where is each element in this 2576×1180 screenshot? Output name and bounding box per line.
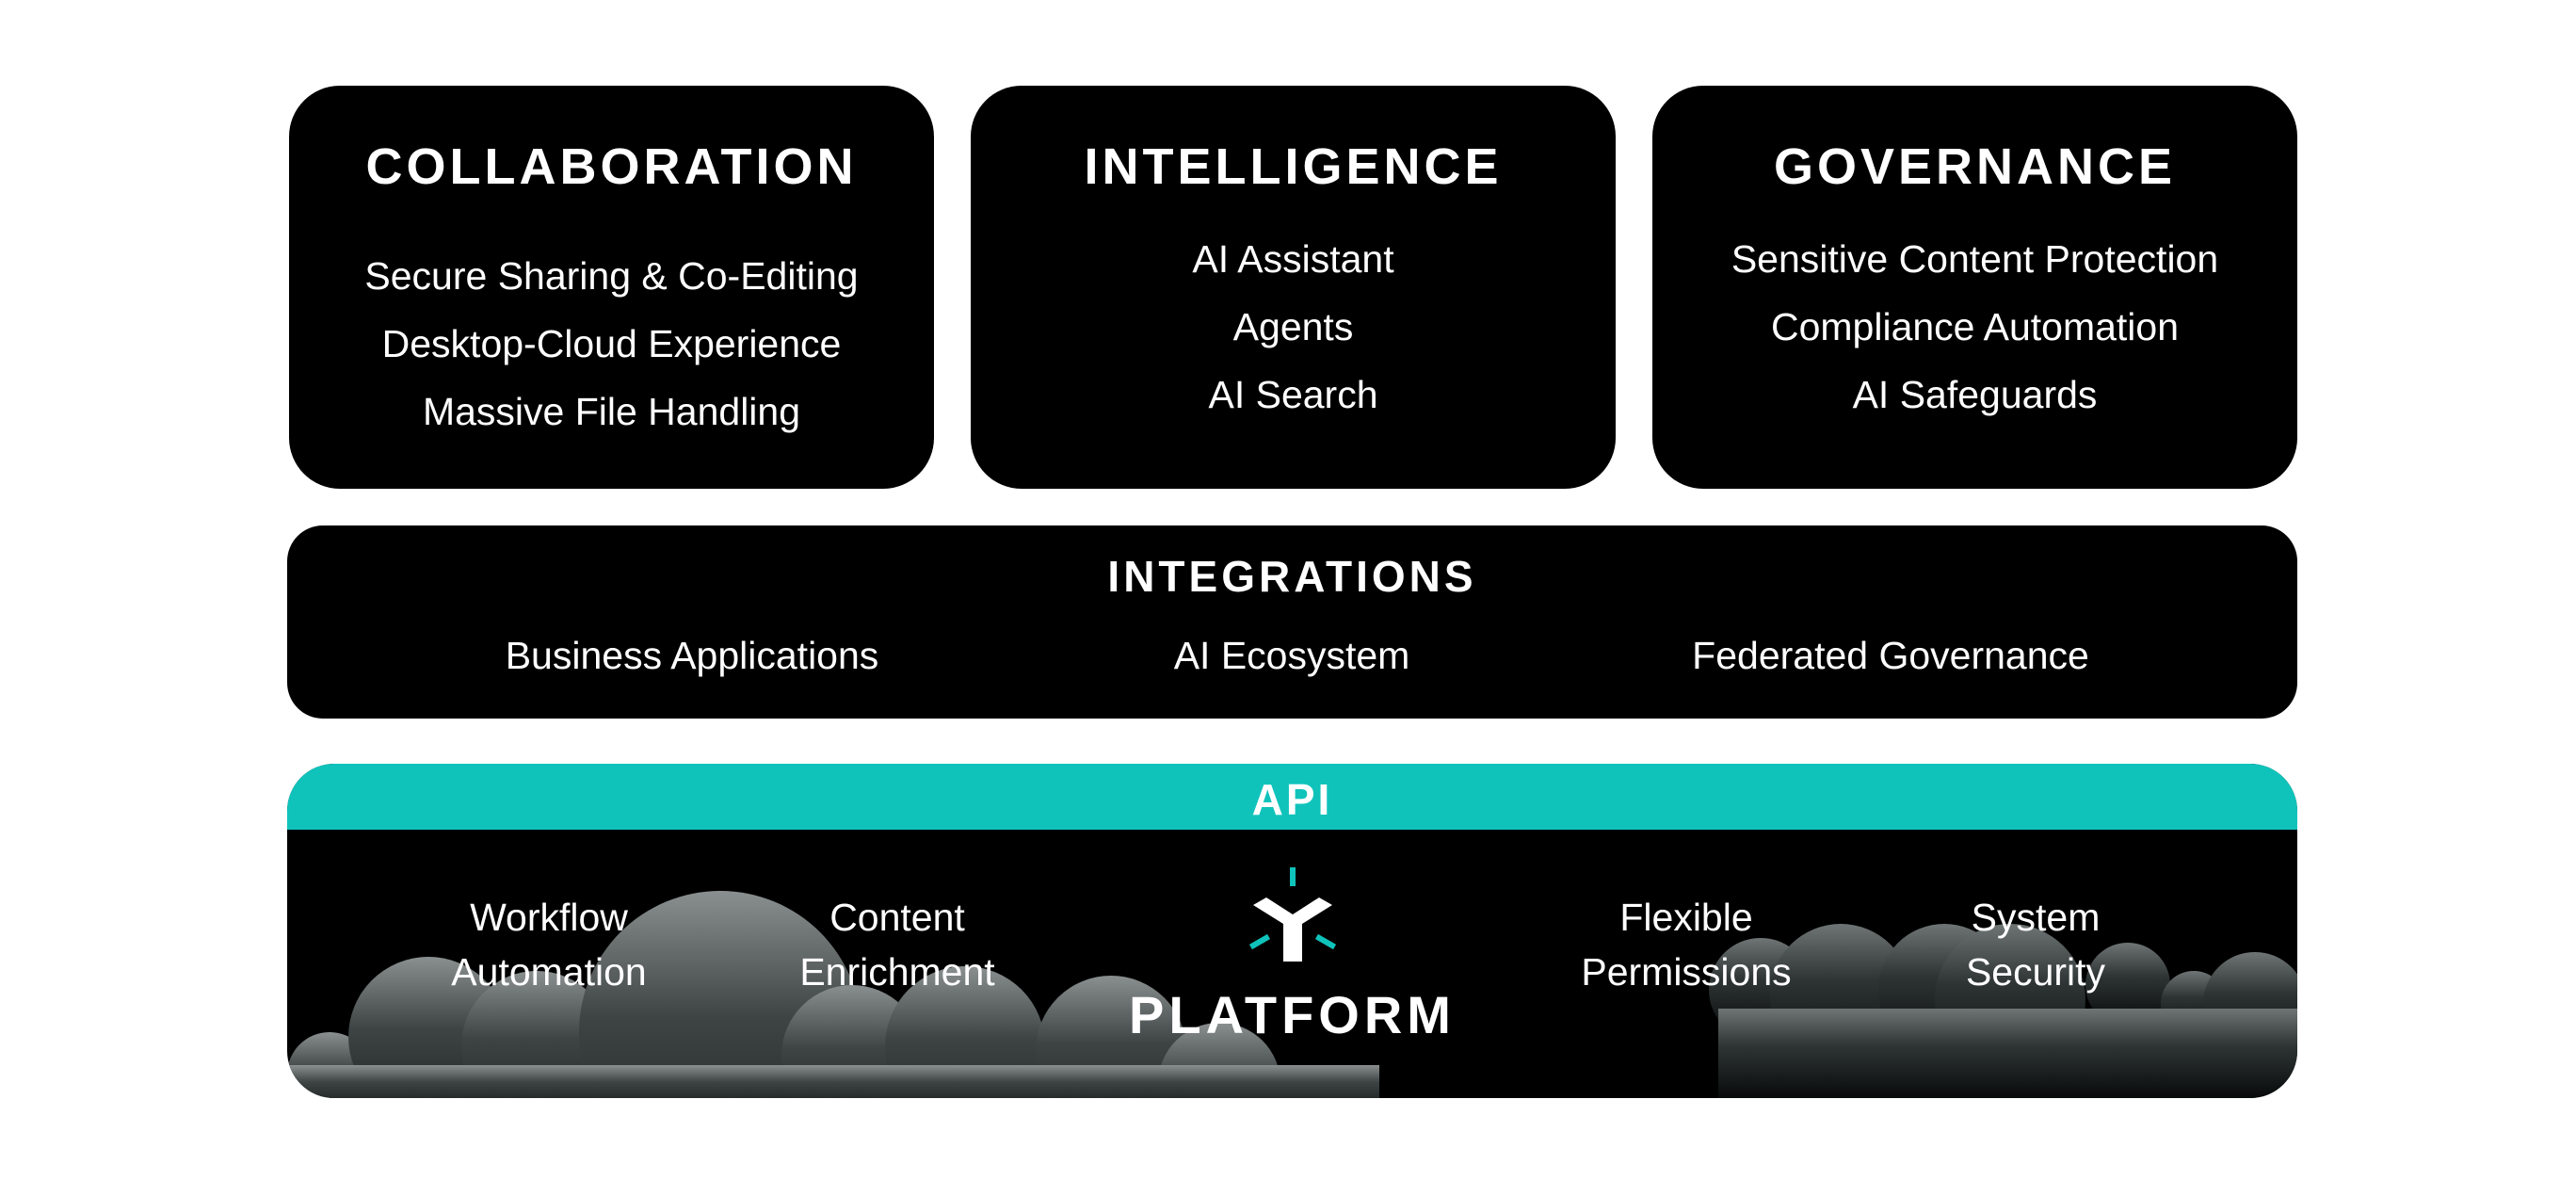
- pillar-intelligence: INTELLIGENCE AI Assistant Agents AI Sear…: [971, 86, 1616, 489]
- pillar-item: Compliance Automation: [1770, 305, 2180, 348]
- pillar-item-list: AI Assistant Agents AI Search: [971, 225, 1616, 428]
- pillar-item: Secure Sharing & Co-Editing: [364, 254, 859, 298]
- integrations-title: INTEGRATIONS: [1107, 552, 1477, 601]
- feature-line: Automation: [451, 950, 647, 994]
- pillar-item: AI Search: [1208, 373, 1378, 416]
- platform-feature: Workflow Automation: [451, 890, 646, 999]
- integrations-layer: INTEGRATIONS Business Applications AI Ec…: [287, 525, 2297, 719]
- feature-line: Content: [829, 896, 965, 939]
- pillar-item: AI Safeguards: [1852, 373, 2098, 416]
- cloud-background-icon: [287, 891, 2297, 1098]
- api-bar: API: [287, 764, 2297, 830]
- feature-line: Flexible: [1619, 896, 1753, 939]
- feature-line: Workflow: [470, 896, 628, 939]
- pillar-title: COLLABORATION: [365, 138, 858, 195]
- pillar-governance: GOVERNANCE Sensitive Content Protection …: [1652, 86, 2297, 489]
- platform-feature: Flexible Permissions: [1581, 890, 1791, 999]
- feature-line: System: [1971, 896, 2101, 939]
- pillar-item: Massive File Handling: [422, 390, 801, 433]
- pillar-collaboration: COLLABORATION Secure Sharing & Co-Editin…: [289, 86, 934, 489]
- pillar-item: AI Assistant: [1192, 237, 1394, 281]
- pillar-item: Agents: [1232, 305, 1354, 348]
- integration-item: AI Ecosystem: [1173, 634, 1410, 677]
- pillar-title: GOVERNANCE: [1773, 138, 2177, 195]
- pillar-item-list: Secure Sharing & Co-Editing Desktop-Clou…: [289, 242, 934, 445]
- platform-feature: Content Enrichment: [799, 890, 994, 999]
- pillar-title: INTELLIGENCE: [1084, 138, 1503, 195]
- platform-layer: API Workflow Automation Content Enrichme…: [287, 764, 2297, 1098]
- integration-item: Federated Governance: [1692, 634, 2089, 677]
- feature-line: Security: [1965, 950, 2106, 994]
- pillar-item: Sensitive Content Protection: [1731, 237, 2219, 281]
- feature-line: Permissions: [1581, 950, 1792, 994]
- pillar-item: Desktop-Cloud Experience: [381, 322, 842, 365]
- feature-line: Enrichment: [799, 950, 995, 994]
- platform-feature: System Security: [1966, 890, 2105, 999]
- pillar-item-list: Sensitive Content Protection Compliance …: [1652, 225, 2297, 428]
- platform-label: PLATFORM: [1129, 985, 1456, 1044]
- integration-item: Business Applications: [505, 634, 879, 677]
- y-connector-logo-icon: [1249, 867, 1336, 962]
